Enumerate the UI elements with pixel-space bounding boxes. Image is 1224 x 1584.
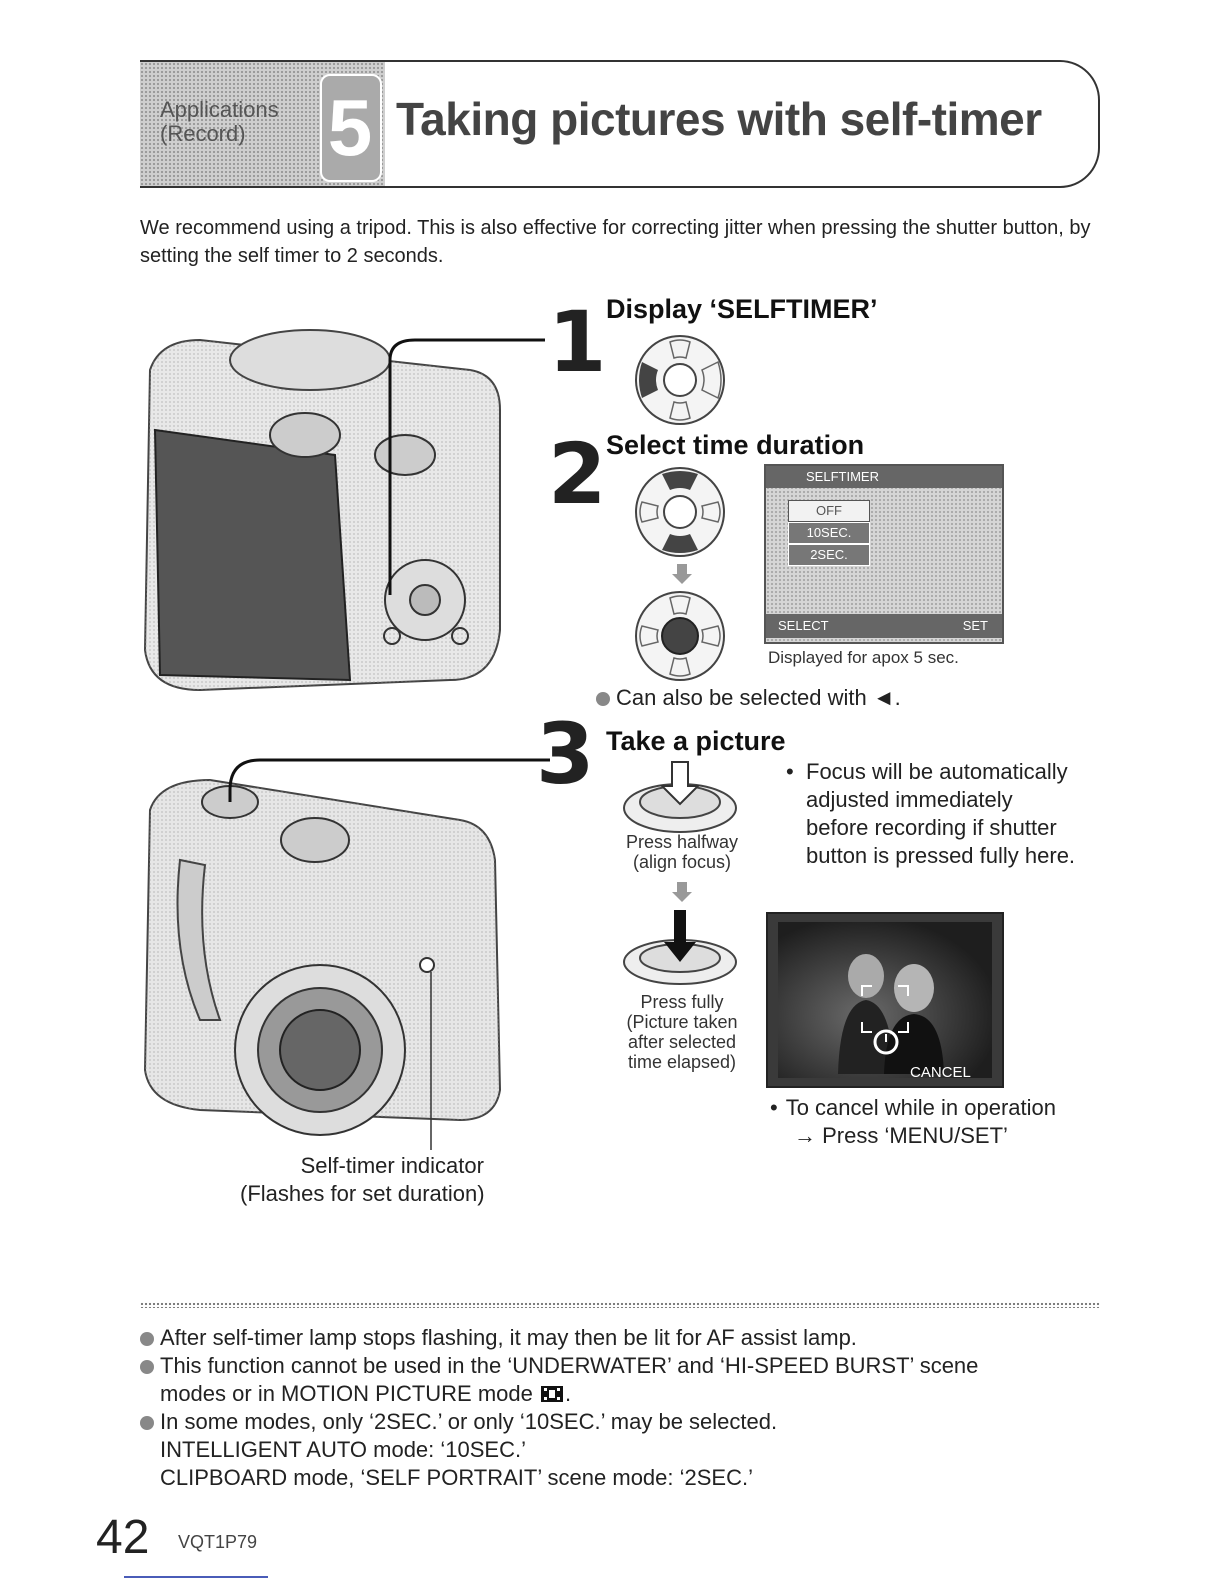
selftimer-menu-screen: SELFTIMER OFF 10SEC. 2SEC. SELECT SET (764, 464, 1004, 644)
cancel-bullet: •To cancel while in operation → Press ‘M… (770, 1095, 1056, 1148)
step-2-note: Can also be selected with ◄. (596, 684, 901, 712)
bullet-icon (596, 692, 610, 706)
cursor-button-up-down-icon (635, 467, 725, 557)
bullet-icon (140, 1332, 154, 1346)
camera-rear-illustration (143, 329, 545, 692)
note-2-cont: modes or in MOTION PICTURE mode . (160, 1381, 572, 1406)
menu-footer-set: SET (962, 618, 988, 633)
chapter-number: 5 (327, 83, 373, 172)
arrow-down-icon (672, 564, 692, 584)
shutter-fully-icon (623, 910, 737, 985)
cursor-button-left-icon (635, 335, 725, 425)
menu-display-caption: Displayed for apox 5 sec. (768, 648, 959, 667)
shutter-halfway-icon (623, 761, 737, 833)
focus-frame-icon (861, 985, 909, 1033)
header-category-line2: (Record) (160, 121, 246, 146)
two-people-photo (838, 954, 944, 1074)
menu-header: SELFTIMER (806, 469, 879, 484)
note-2: This function cannot be used in the ‘UND… (140, 1352, 1100, 1380)
step-3-number: 3 (536, 705, 595, 803)
camera-front-illustration (143, 758, 550, 1150)
cursor-button-set-icon (635, 591, 725, 681)
note-3-intelligent-auto: INTELLIGENT AUTO mode: ‘10SEC.’ (160, 1437, 526, 1462)
step-2-note-text: Can also be selected with ◄. (616, 685, 901, 710)
menu-option-2sec[interactable]: 2SEC. (788, 544, 870, 566)
motion-picture-icon (541, 1386, 563, 1402)
indicator-label-line1: Self-timer indicator (300, 1153, 484, 1178)
indicator-label: Self-timer indicator (Flashes for set du… (240, 1152, 485, 1208)
chapter-number-box (320, 74, 382, 182)
page-number: 42 (96, 1511, 150, 1564)
bullet-icon (140, 1416, 154, 1430)
intro-text: We recommend using a tripod. This is als… (140, 217, 1091, 267)
document-code: VQT1P79 (178, 1532, 258, 1552)
header-category: Applications (Record) (160, 98, 279, 146)
note-1: After self-timer lamp stops flashing, it… (140, 1324, 1100, 1352)
bullet-icon (140, 1360, 154, 1374)
cancel-label: CANCEL (910, 1064, 971, 1081)
menu-option-10sec[interactable]: 10SEC. (788, 522, 870, 544)
step-2-number: 2 (548, 425, 607, 523)
section-header: Applications (Record) 5 Taking pictures … (140, 60, 1100, 188)
step-2-title: Select time duration (606, 430, 865, 460)
page-title: Taking pictures with self-timer (396, 93, 1042, 145)
indicator-label-line2: (Flashes for set duration) (240, 1181, 485, 1206)
self-timer-icon (873, 1029, 899, 1055)
arrow-down-icon (672, 882, 692, 902)
footer-rule (124, 1576, 268, 1578)
step-1-number: 1 (548, 293, 607, 391)
notes-divider (140, 1302, 1100, 1308)
step-1-title: Display ‘SELFTIMER’ (606, 294, 878, 324)
note-3-clipboard: CLIPBOARD mode, ‘SELF PORTRAIT’ scene mo… (160, 1465, 753, 1490)
press-fully-label: Press fully (Picture taken after selecte… (626, 992, 738, 1072)
focus-bullet: •Focus will be automatically adjusted im… (786, 759, 1076, 868)
note-3: In some modes, only ‘2SEC.’ or only ‘10S… (140, 1408, 1100, 1436)
menu-footer-select: SELECT (778, 618, 829, 633)
press-halfway-label: Press halfway (align focus) (625, 832, 739, 872)
step-3-title: Take a picture (606, 726, 786, 756)
countdown-screen: CANCEL (766, 912, 1004, 1088)
header-category-line1: Applications (160, 97, 279, 122)
menu-option-off[interactable]: OFF (788, 500, 870, 522)
